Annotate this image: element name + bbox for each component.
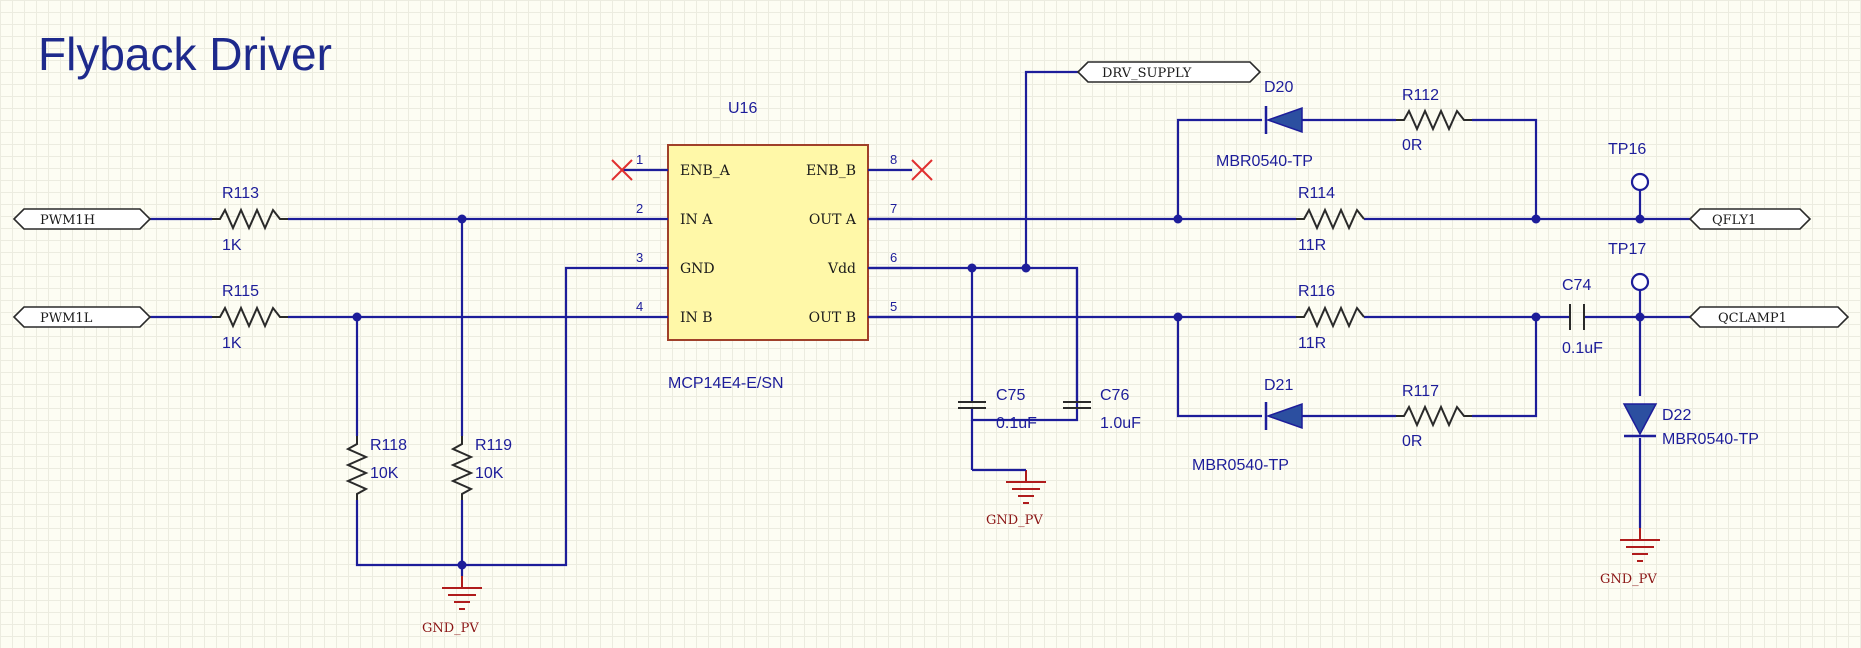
resistor-ref-r116: R116 (1298, 283, 1335, 300)
port-qfly1[interactable]: QFLY1 (1688, 208, 1812, 230)
resistor-value-r115: 1K (222, 335, 242, 352)
resistor-ref-r114: R114 (1298, 185, 1335, 202)
pin-name-out-b: OUT B (809, 310, 856, 326)
pin-number-2: 2 (636, 201, 643, 216)
no-connect-pin-1 (611, 159, 633, 181)
pin-number-3: 3 (636, 250, 643, 265)
resistor-ref-r117: R117 (1402, 383, 1439, 400)
diode-d21[interactable]: D21 MBR0540-TP (1192, 377, 1303, 474)
port-label-drv-supply: DRV_SUPPLY (1102, 66, 1192, 81)
resistor-ref-r118: R118 (370, 437, 407, 454)
capacitor-ref-c74: C74 (1562, 277, 1591, 294)
resistor-value-r116: 11R (1298, 335, 1326, 352)
no-connect-pin-8 (911, 159, 933, 181)
pin-name-vdd: Vdd (827, 261, 856, 277)
ground-symbol-left: GND_PV (422, 576, 482, 636)
capacitor-c74[interactable]: C74 0.1uF (1562, 277, 1603, 357)
resistor-value-r118: 10K (370, 465, 399, 482)
pin-number-1: 1 (636, 152, 643, 167)
resistor-value-r119: 10K (475, 465, 504, 482)
ic-u16[interactable]: U16 MCP14E4-E/SN 1 2 3 4 ENB_A IN A GND … (622, 100, 912, 392)
diode-ref-d21: D21 (1264, 377, 1293, 394)
capacitor-ref-c76: C76 (1100, 387, 1129, 404)
schematic-title: Flyback Driver (38, 28, 332, 80)
port-drv-supply[interactable]: DRV_SUPPLY (1076, 61, 1262, 83)
wires (148, 70, 1700, 576)
ground-label-mid: GND_PV (986, 513, 1043, 528)
pin-number-8: 8 (890, 152, 897, 167)
resistor-value-r114: 11R (1298, 237, 1326, 254)
port-pwm1l[interactable]: PWM1L (12, 306, 152, 328)
junctions (352, 214, 1645, 570)
resistor-r117[interactable]: R117 0R (1396, 383, 1472, 450)
pin-number-4: 4 (636, 299, 643, 314)
resistor-ref-r112: R112 (1402, 87, 1439, 104)
capacitor-c76[interactable]: C76 1.0uF (1063, 387, 1141, 432)
pin-number-6: 6 (890, 250, 897, 265)
pin-name-in-b: IN B (680, 310, 713, 326)
diode-ref-d22: D22 (1662, 407, 1691, 424)
capacitor-ref-c75: C75 (996, 387, 1025, 404)
resistor-r116[interactable]: R116 11R (1296, 283, 1365, 352)
pin-number-7: 7 (890, 201, 897, 216)
ground-label-right: GND_PV (1600, 572, 1657, 587)
resistor-value-r112: 0R (1402, 137, 1422, 154)
diode-part-d22: MBR0540-TP (1662, 431, 1759, 448)
pin-number-5: 5 (890, 299, 897, 314)
resistor-r114[interactable]: R114 11R (1296, 185, 1365, 254)
pin-name-enb-b: ENB_B (806, 163, 856, 179)
pin-name-gnd: GND (680, 261, 715, 277)
resistor-r112[interactable]: R112 0R (1396, 87, 1472, 154)
port-qclamp1[interactable]: QCLAMP1 (1688, 306, 1850, 328)
resistor-r113[interactable]: R113 1K (212, 185, 288, 254)
ground-symbol-right: GND_PV (1600, 528, 1660, 587)
ic-body (667, 144, 869, 341)
ground-label-left: GND_PV (422, 621, 479, 636)
port-label-pwm1h: PWM1H (40, 213, 95, 228)
port-label-pwm1l: PWM1L (40, 311, 93, 326)
ic-part-number: MCP14E4-E/SN (668, 375, 784, 392)
capacitor-c75[interactable]: C75 0.1uF (958, 387, 1037, 432)
pin-name-in-a: IN A (680, 212, 713, 228)
capacitor-value-c76: 1.0uF (1100, 415, 1141, 432)
diode-ref-d20: D20 (1264, 79, 1293, 96)
resistor-r115[interactable]: R115 1K (212, 283, 288, 352)
capacitor-value-c75: 0.1uF (996, 415, 1037, 432)
testpoint-tp16[interactable]: TP16 (1608, 141, 1650, 192)
diode-part-d20: MBR0540-TP (1216, 153, 1313, 170)
resistor-value-r117: 0R (1402, 433, 1422, 450)
pin-name-enb-a: ENB_A (680, 163, 731, 179)
capacitor-value-c74: 0.1uF (1562, 340, 1603, 357)
ic-designator: U16 (728, 100, 757, 117)
resistor-ref-r119: R119 (475, 437, 512, 454)
resistor-r119[interactable]: R119 10K (450, 436, 512, 500)
port-label-qfly1: QFLY1 (1712, 213, 1756, 228)
resistor-value-r113: 1K (222, 237, 242, 254)
resistor-r118[interactable]: R118 10K (345, 436, 407, 500)
diode-part-d21: MBR0540-TP (1192, 457, 1289, 474)
testpoint-label-tp16: TP16 (1608, 141, 1646, 158)
pin-name-out-a: OUT A (809, 212, 857, 228)
port-pwm1h[interactable]: PWM1H (12, 208, 152, 230)
diode-d22[interactable]: D22 MBR0540-TP (1622, 403, 1759, 448)
resistor-ref-r113: R113 (222, 185, 259, 202)
testpoint-tp17[interactable]: TP17 (1608, 241, 1650, 292)
ground-symbol-mid: GND_PV (986, 470, 1046, 528)
testpoint-label-tp17: TP17 (1608, 241, 1646, 258)
resistor-ref-r115: R115 (222, 283, 259, 300)
port-label-qclamp1: QCLAMP1 (1718, 311, 1787, 326)
diode-d20[interactable]: D20 MBR0540-TP (1216, 79, 1313, 170)
